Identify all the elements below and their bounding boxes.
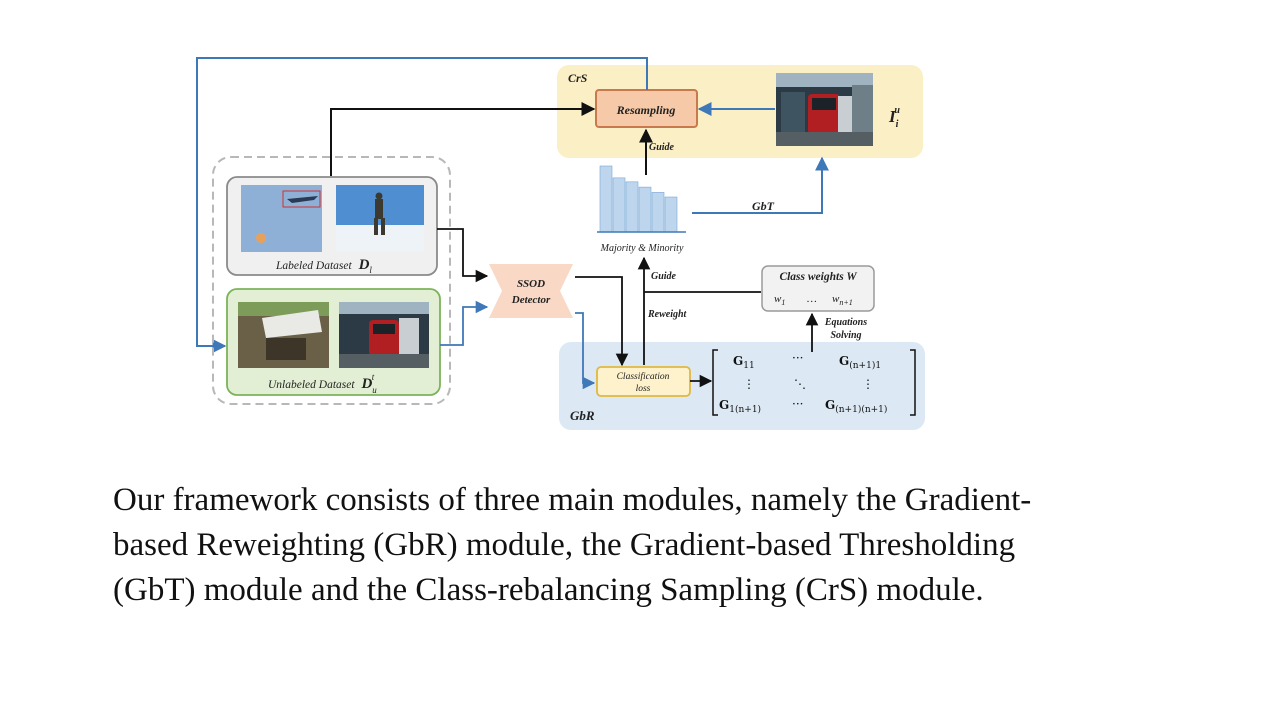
ssod-detector-line1: SSOD <box>517 278 545 290</box>
resampling-label: Resampling <box>616 103 676 117</box>
histogram-bar <box>651 192 665 233</box>
matrix-vdots-left: ⋮ <box>743 377 755 391</box>
gbr-label: GbR <box>570 408 595 423</box>
gbt-label: GbT <box>752 199 775 213</box>
labeled-image-airplane <box>241 185 322 252</box>
matrix-gn1: G(n+1)1 <box>839 354 881 371</box>
reweight-label: Reweight <box>647 309 688 320</box>
framework-diagram: CrS GbR Resampling Iiu Majority & Minori… <box>196 57 925 430</box>
blue-loop-arrow <box>196 57 648 353</box>
matrix-ddots: ⋱ <box>794 377 806 391</box>
labeled-dataset-label: Labeled Dataset Dl <box>275 257 372 275</box>
unlabeled-image-shed <box>238 302 329 368</box>
class-weights-title: Class weights W <box>779 271 857 283</box>
labeled-to-detector-arrow <box>437 228 489 283</box>
equations-line2: Solving <box>830 330 861 341</box>
unlabeled-dataset-label: Unlabeled Dataset Dut <box>268 372 377 395</box>
histogram-bar <box>664 196 678 233</box>
guide-mid-label: Guide <box>651 271 677 282</box>
crs-label: CrS <box>568 71 588 85</box>
histogram-bar <box>599 165 613 233</box>
matrix-bottom-dots: ··· <box>792 397 803 411</box>
matrix-vdots-right: ⋮ <box>862 377 874 391</box>
class-weight-dots: … <box>807 293 817 305</box>
gbr-panel <box>559 342 925 430</box>
ssod-detector-line2: Detector <box>511 294 551 306</box>
unlabeled-to-detector-arrow <box>440 300 489 346</box>
guide-top-label: Guide <box>649 142 675 153</box>
gradient-matrix: G11 ··· G(n+1)1 ⋮ ⋱ ⋮ G1(n+1) ··· G(n+1)… <box>712 349 916 416</box>
class-weights-box <box>761 265 875 312</box>
detector-to-loss-arrow <box>575 312 596 390</box>
detector-to-loss-black-arrow <box>575 276 629 367</box>
matrix-g11: G11 <box>733 354 755 371</box>
image-symbol: Iiu <box>888 105 900 130</box>
labeled-to-resampling-arrow <box>330 102 596 176</box>
histogram-bar <box>612 177 626 233</box>
slide-caption: Our framework consists of three main mod… <box>113 482 1032 608</box>
matrix-g1n: G1(n+1) <box>719 398 761 415</box>
histogram-bar <box>638 186 652 233</box>
matrix-top-dots: ··· <box>792 351 803 365</box>
class-weight-wn: wn+1 <box>832 293 853 307</box>
gbt-arrow <box>692 156 829 214</box>
histogram-label: Majority & Minority <box>600 243 684 254</box>
equations-line1: Equations <box>824 317 867 328</box>
class-histogram <box>599 165 678 233</box>
ssod-detector-shape <box>489 264 573 318</box>
unlabeled-image-train <box>339 302 429 368</box>
labeled-image-skier <box>336 185 424 252</box>
train-image <box>776 73 873 146</box>
histogram-bar <box>625 181 639 233</box>
classification-loss-line2: loss <box>636 384 651 394</box>
matrix-gnn: G(n+1)(n+1) <box>825 398 887 415</box>
classification-loss-line1: Classification <box>617 371 670 382</box>
class-weight-w1: w1 <box>774 293 785 307</box>
